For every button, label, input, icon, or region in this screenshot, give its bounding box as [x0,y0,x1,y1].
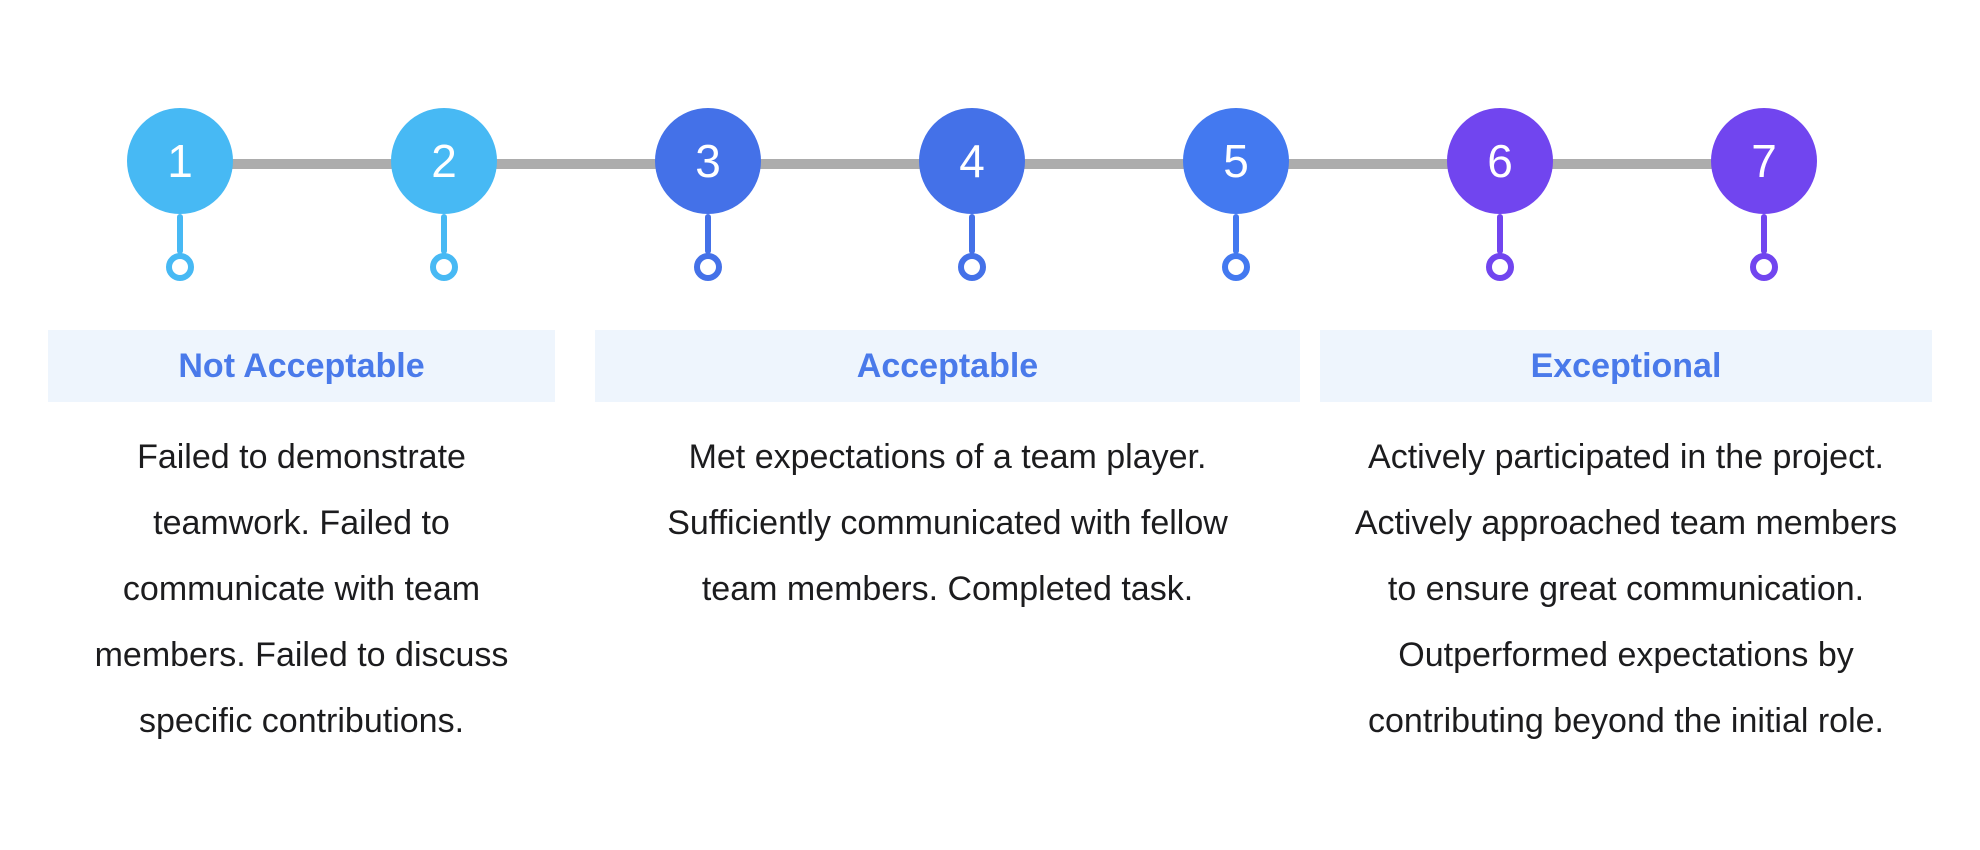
scale-node-5-stem [1233,214,1239,254]
scale-node-2-marker-icon [430,253,458,281]
scale-node-7: 7 [1711,108,1817,288]
scale-node-1-button[interactable]: 1 [127,108,233,214]
scale-node-2-stem [441,214,447,254]
description-line: teamwork. Failed to [153,504,450,542]
scale-node-5-button[interactable]: 5 [1183,108,1289,214]
scale-node-6-button[interactable]: 6 [1447,108,1553,214]
scale-node-4: 4 [919,108,1025,288]
scale-node-4-button[interactable]: 4 [919,108,1025,214]
description-line: Met expectations of a team player. [688,438,1207,476]
description-line: members. Failed to discuss [94,636,509,674]
scale-node-3-button[interactable]: 3 [655,108,761,214]
description-line: specific contributions. [138,702,465,740]
description-line: Outperformed expectations by [1398,636,1854,674]
scale-node-7-stem [1761,214,1767,254]
category-description: Failed to demonstrate teamwork. Failed t… [48,424,555,754]
category-description: Met expectations of a team player. Suffi… [595,424,1300,622]
description-line: Failed to demonstrate [137,438,466,476]
scale-node-2: 2 [391,108,497,288]
description-line: Sufficiently communicated with fellow [667,504,1228,542]
category-header-acceptable: Acceptable [595,330,1300,402]
scale-node-7-marker-icon [1750,253,1778,281]
description-line: to ensure great communication. [1387,570,1865,608]
scale-node-1-stem [177,214,183,254]
category-header-exceptional: Exceptional [1320,330,1932,402]
category-description: Actively participated in the project. Ac… [1320,424,1932,754]
scale-node-6-marker-icon [1486,253,1514,281]
scale-node-1-marker-icon [166,253,194,281]
scale-node-7-button[interactable]: 7 [1711,108,1817,214]
scale-node-6-stem [1497,214,1503,254]
category-header-not-acceptable: Not Acceptable [48,330,555,402]
scale-node-1: 1 [127,108,233,288]
description-line: contributing beyond the initial role. [1368,702,1884,740]
scale-node-3: 3 [655,108,761,288]
description-line: Actively approached team members [1354,504,1898,542]
category-exceptional: Exceptional Actively participated in the… [1320,330,1932,754]
scale-node-5-marker-icon [1222,253,1250,281]
scale-node-6: 6 [1447,108,1553,288]
category-acceptable: Acceptable Met expectations of a team pl… [595,330,1300,622]
description-line: communicate with team [122,570,481,608]
scale-node-4-marker-icon [958,253,986,281]
scale-node-3-marker-icon [694,253,722,281]
scale-node-3-stem [705,214,711,254]
description-line: team members. Completed task. [701,570,1194,608]
scale-node-2-button[interactable]: 2 [391,108,497,214]
description-line: Actively participated in the project. [1368,438,1884,476]
scale-node-4-stem [969,214,975,254]
category-not-acceptable: Not Acceptable Failed to demonstrate tea… [48,330,555,754]
scale-node-5: 5 [1183,108,1289,288]
